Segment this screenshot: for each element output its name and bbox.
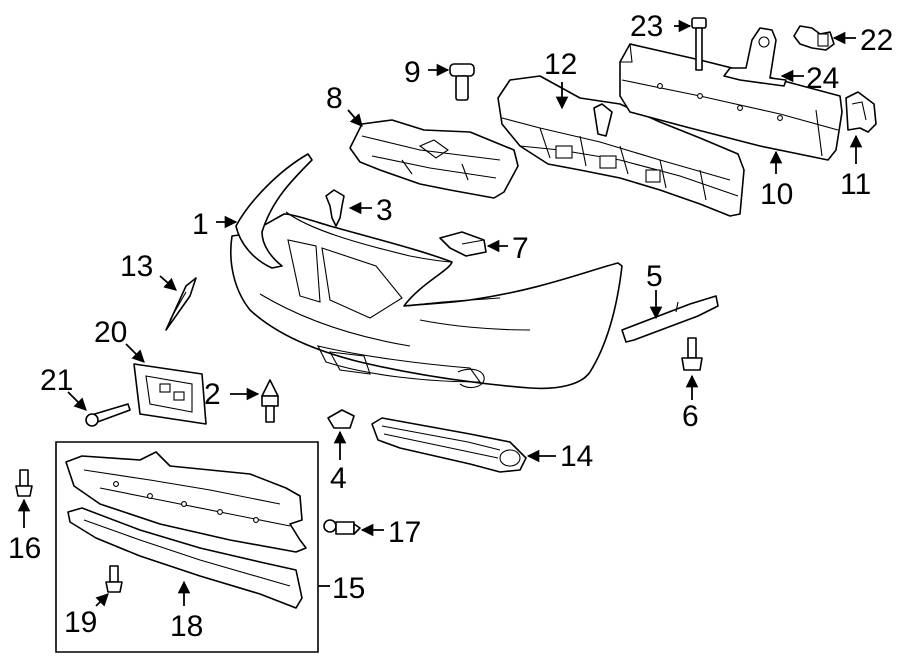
- callout-19: 19: [64, 606, 97, 639]
- license-bracket-part: [133, 363, 207, 425]
- deflector-part: [349, 119, 519, 199]
- callout-8: 8: [326, 82, 343, 115]
- mounting-bracket-part: [723, 27, 787, 87]
- callout-7: 7: [512, 232, 529, 265]
- callout-21: 21: [40, 364, 73, 397]
- bracket-7-part: [439, 231, 487, 257]
- callout-24: 24: [806, 62, 839, 95]
- fog-lamp-bezel-part: [371, 417, 527, 473]
- impact-bar-part: [619, 43, 843, 161]
- push-pin-17-part: [323, 519, 361, 535]
- callout-10: 10: [760, 178, 793, 211]
- callout-11: 11: [840, 168, 871, 201]
- retainer-clip-part: [793, 25, 835, 51]
- leader-13: [159, 275, 177, 291]
- push-pin-3-part: [325, 189, 345, 227]
- callout-22: 22: [860, 24, 893, 57]
- bolt-19-part: [105, 565, 123, 593]
- callout-16: 16: [8, 532, 41, 565]
- push-pin-21-part: [85, 403, 131, 427]
- screw-16-part: [15, 469, 33, 497]
- callout-5: 5: [646, 260, 663, 293]
- callout-23: 23: [630, 10, 663, 43]
- callout-14: 14: [560, 440, 593, 473]
- leader-20: [125, 343, 145, 363]
- push-pin-2-part: [261, 379, 279, 423]
- callout-1: 1: [192, 208, 209, 241]
- callout-13: 13: [120, 250, 153, 283]
- callout-3: 3: [376, 194, 393, 227]
- lower-deflector-part: [67, 507, 303, 609]
- bolt-23-part: [691, 17, 707, 71]
- callout-17: 17: [388, 516, 421, 549]
- callout-2: 2: [204, 378, 221, 411]
- bolt-9-part: [449, 63, 475, 101]
- bolt-6-part: [681, 337, 703, 371]
- callout-15: 15: [332, 572, 365, 605]
- side-bracket-11-part: [845, 91, 877, 133]
- sub-assembly-box: [55, 441, 319, 653]
- callout-9: 9: [404, 56, 421, 89]
- trim-strip-13-part: [165, 277, 197, 331]
- energy-absorber-part: [497, 75, 745, 217]
- callout-18: 18: [170, 610, 203, 643]
- leader-8: [347, 109, 363, 127]
- callout-20: 20: [94, 316, 127, 349]
- side-bracket-5-part: [621, 295, 719, 343]
- bumper-cover-part: [230, 153, 623, 390]
- callout-12: 12: [544, 48, 577, 81]
- leader-21: [67, 391, 87, 411]
- callout-4: 4: [330, 462, 347, 495]
- callout-6: 6: [682, 400, 699, 433]
- leader-19: [95, 593, 109, 607]
- splash-shield-part: [65, 451, 307, 553]
- clip-4-part: [327, 409, 355, 429]
